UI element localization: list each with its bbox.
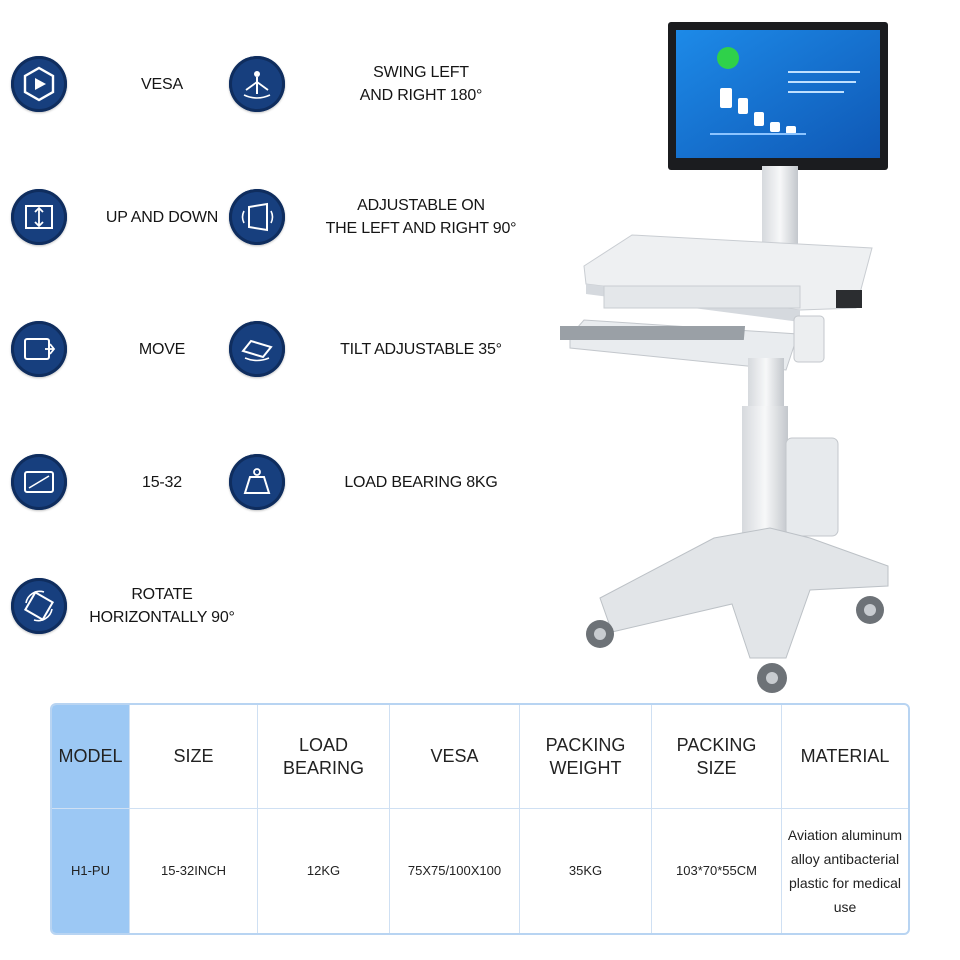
header-model: MODEL — [52, 705, 130, 809]
vesa-mount-icon — [11, 56, 67, 112]
header-packing-size: PACKING SIZE — [652, 705, 782, 809]
spec-table: MODEL SIZE LOAD BEARING VESA PACKING WEI… — [50, 703, 910, 935]
load-bearing-icon — [229, 454, 285, 510]
cart-illustration — [560, 22, 889, 693]
feature-adjust-left-right-label: ADJUSTABLE ON THE LEFT AND RIGHT 90° — [325, 197, 517, 237]
header-size: SIZE — [130, 705, 258, 809]
feature-swing-label: SWING LEFT AND RIGHT 180° — [359, 64, 483, 104]
value-packing-size: 103*70*55CM — [652, 809, 782, 933]
value-material: Aviation aluminum alloy antibacterial pl… — [787, 827, 903, 915]
feature-adjust-left-right: ADJUSTABLE ON THE LEFT AND RIGHT 90° — [229, 189, 541, 245]
header-load-bearing: LOAD BEARING — [258, 705, 390, 809]
header-material: MATERIAL — [782, 705, 908, 809]
feature-up-down-label: UP AND DOWN — [105, 208, 219, 226]
value-load-bearing: 12KG — [258, 809, 390, 933]
feature-vesa: VESA — [11, 56, 237, 112]
feature-up-down: UP AND DOWN — [11, 189, 237, 245]
feature-tilt-label: TILT ADJUSTABLE 35° — [340, 340, 502, 358]
value-packing-weight: 35KG — [520, 809, 652, 933]
feature-rotate: ROTATE HORIZONTALLY 90° — [11, 578, 237, 634]
feature-move: MOVE — [11, 321, 237, 377]
feature-load-bearing-label: LOAD BEARING 8KG — [344, 473, 498, 491]
feature-swing: SWING LEFT AND RIGHT 180° — [229, 56, 541, 112]
feature-rotate-label: ROTATE HORIZONTALLY 90° — [89, 586, 235, 626]
screen-size-icon — [11, 454, 67, 510]
up-down-icon — [11, 189, 67, 245]
feature-size: 15-32 — [11, 454, 237, 510]
value-vesa: 75X75/100X100 — [390, 809, 520, 933]
adjust-left-right-icon — [229, 189, 285, 245]
feature-size-label: 15-32 — [142, 473, 182, 491]
monitor — [668, 22, 888, 170]
header-packing-weight: PACKING WEIGHT — [520, 705, 652, 809]
feature-vesa-label: VESA — [141, 75, 183, 93]
move-icon — [11, 321, 67, 377]
value-model: H1-PU — [52, 809, 130, 933]
feature-load-bearing: LOAD BEARING 8KG — [229, 454, 541, 510]
feature-move-label: MOVE — [138, 340, 186, 358]
rotate-icon — [11, 578, 67, 634]
value-size: 15-32INCH — [130, 809, 258, 933]
header-vesa: VESA — [390, 705, 520, 809]
feature-tilt: TILT ADJUSTABLE 35° — [229, 321, 541, 377]
tilt-icon — [229, 321, 285, 377]
swing-icon — [229, 56, 285, 112]
